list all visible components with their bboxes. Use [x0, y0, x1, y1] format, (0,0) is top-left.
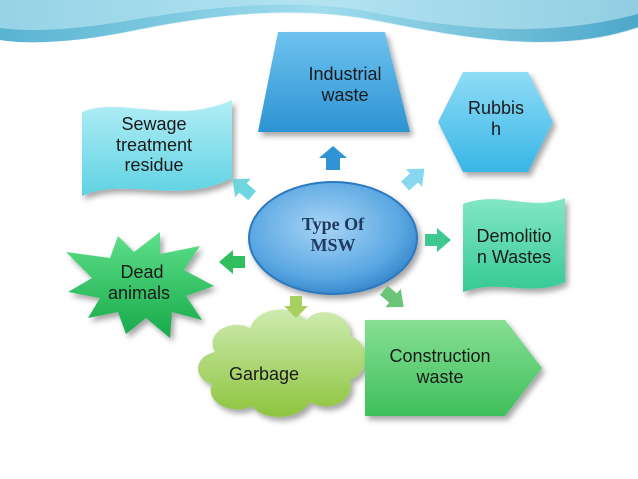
arrow-to-demolition [425, 228, 451, 252]
header-wave-decoration [0, 0, 638, 45]
arrow-to-industrial [319, 146, 347, 170]
center-label-line2: MSW [310, 234, 356, 255]
sewage-label-line1: Sewage [121, 114, 187, 134]
arrow-to-sewage [232, 178, 257, 201]
construction-label-line2: waste [416, 366, 464, 387]
center-label: Type Of MSW [270, 214, 396, 255]
sewage-treatment-residue-node [82, 100, 232, 196]
industrial-waste-node [258, 32, 410, 132]
industrial-waste-label: Industrial waste [270, 64, 420, 105]
garbage-label-line1: Garbage [228, 364, 300, 384]
rubbish-label-line1: Rubbis [467, 98, 525, 118]
demolition-label-line2: n Wastes [476, 246, 552, 267]
demolition-wastes-node [463, 198, 565, 292]
sewage-label-line3: residue [124, 155, 184, 176]
dead-animals-label-line2: animals [107, 282, 171, 303]
rubbish-label: Rubbis h [446, 98, 546, 139]
arrow-to-rubbish [401, 168, 425, 191]
sewage-label: Sewage treatment residue [84, 114, 224, 176]
arrow-to-garbage [284, 296, 308, 318]
demolition-label-line1: Demolitio [476, 226, 552, 246]
construction-label: Construction waste [370, 346, 510, 387]
garbage-node [198, 309, 366, 417]
center-node [248, 181, 418, 295]
industrial-label-line2: waste [321, 84, 369, 105]
center-label-line1: Type Of [301, 214, 365, 234]
arrow-to-dead-animals [219, 250, 245, 274]
industrial-label-line1: Industrial [308, 64, 382, 84]
dead-animals-node [66, 232, 214, 338]
construction-label-line1: Construction [389, 346, 491, 366]
dead-animals-label: Dead animals [92, 262, 192, 303]
dead-animals-label-line1: Dead [120, 262, 164, 282]
rubbish-node [438, 72, 553, 172]
demolition-label: Demolitio n Wastes [462, 226, 566, 267]
garbage-label: Garbage [214, 364, 314, 385]
construction-waste-node [365, 320, 542, 416]
sewage-label-line2: treatment [115, 134, 193, 155]
arrow-to-construction [379, 285, 404, 308]
rubbish-label-line2: h [490, 118, 501, 139]
